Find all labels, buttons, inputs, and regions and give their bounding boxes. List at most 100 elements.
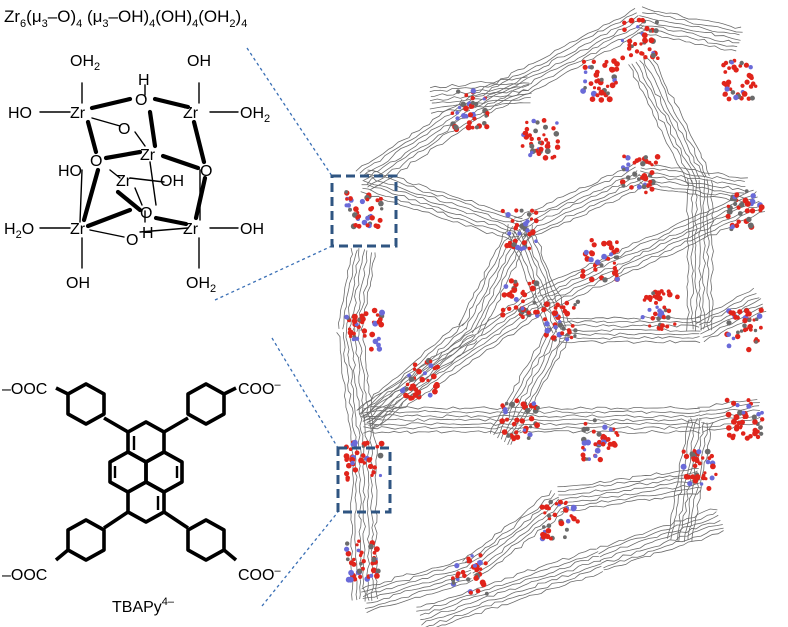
- framework-strut-line: [363, 180, 520, 232]
- framework-atom: [514, 417, 520, 423]
- framework-atom: [735, 424, 740, 428]
- framework-atom: [620, 38, 625, 43]
- framework-strut-line: [357, 327, 373, 448]
- framework-atom: [537, 140, 542, 145]
- framework-strut-line: [560, 328, 701, 332]
- framework-atom: [622, 167, 626, 172]
- framework-strut-line: [521, 173, 640, 230]
- framework-strut-line: [702, 421, 762, 433]
- framework-strut-line: [519, 406, 700, 410]
- framework-atom: [520, 401, 527, 408]
- framework-atom: [622, 20, 627, 25]
- framework-strut-line: [561, 487, 702, 509]
- framework-atom: [501, 429, 508, 435]
- atom-label-oh: OH: [160, 173, 184, 190]
- tbapy-caption: TBAPy4–: [112, 596, 175, 616]
- framework-atom: [368, 543, 374, 550]
- framework-atom: [466, 120, 472, 126]
- framework-atom: [710, 463, 716, 470]
- framework-atom: [412, 362, 418, 368]
- framework-atom: [640, 17, 645, 23]
- framework-atom: [508, 278, 514, 284]
- framework-atom: [376, 342, 381, 348]
- framework-atom: [534, 422, 540, 429]
- framework-atom: [419, 376, 426, 383]
- framework-atom: [570, 324, 575, 328]
- framework-strut-line: [535, 189, 754, 290]
- framework-atom: [653, 311, 658, 317]
- atom-label-o: O: [90, 153, 102, 170]
- framework-atom: [478, 567, 483, 571]
- framework-atom: [345, 541, 350, 546]
- framework-strut-line: [518, 170, 638, 227]
- framework-atom: [650, 316, 656, 321]
- framework-strut-line: [640, 167, 745, 182]
- framework-atom: [500, 307, 506, 313]
- framework-atom: [753, 328, 758, 333]
- framework-atom: [624, 166, 630, 172]
- framework-strut-line: [366, 175, 523, 227]
- framework-atom: [554, 144, 561, 150]
- framework-atom: [346, 462, 352, 469]
- framework-atom: [639, 42, 643, 46]
- framework-atom: [553, 325, 558, 330]
- framework-atom: [642, 38, 648, 44]
- framework-atom: [378, 196, 383, 201]
- framework-atom: [503, 284, 509, 289]
- framework-strut-line: [700, 298, 762, 330]
- framework-atom: [554, 311, 559, 315]
- framework-atom: [657, 308, 662, 314]
- framework-atom: [521, 240, 527, 246]
- framework-atom: [359, 561, 363, 566]
- carboxylate-top-right: COO–: [238, 379, 281, 398]
- framework-strut-line: [430, 84, 530, 97]
- framework-atom: [514, 208, 519, 213]
- framework-atom: [581, 445, 585, 450]
- framework-strut-line: [357, 288, 533, 411]
- framework-atom: [733, 414, 740, 421]
- framework-atom: [755, 434, 761, 440]
- framework-strut-line: [462, 490, 552, 562]
- framework-strut-line: [359, 101, 465, 174]
- framework-atom: [606, 96, 613, 103]
- framework-strut-line: [367, 334, 474, 424]
- framework-atom: [735, 333, 741, 340]
- framework-atom: [633, 41, 638, 47]
- framework-strut-line: [710, 181, 714, 331]
- framework-atom: [526, 212, 532, 217]
- framework-atom: [514, 434, 521, 440]
- framework-atom: [527, 246, 532, 251]
- framework-atom: [533, 128, 538, 134]
- framework-atom: [692, 449, 697, 453]
- framework-atom: [583, 249, 589, 255]
- atom-label-zr: Zr: [70, 105, 86, 122]
- framework-strut-line: [472, 21, 644, 115]
- framework-atom: [573, 303, 577, 307]
- framework-atom: [558, 499, 563, 505]
- framework-atom: [729, 60, 734, 65]
- framework-atom: [368, 206, 374, 212]
- framework-atom: [509, 401, 516, 408]
- framework-atom: [529, 143, 535, 149]
- framework-atom: [500, 208, 505, 214]
- framework-atom: [629, 185, 634, 190]
- framework-atom: [746, 398, 751, 403]
- framework-strut-line: [366, 302, 543, 423]
- framework-atom: [596, 86, 601, 91]
- framework-strut-line: [355, 99, 463, 172]
- framework-strut-line: [558, 320, 700, 324]
- framework-strut-line: [469, 21, 641, 110]
- atom-label-zr: Zr: [140, 147, 156, 164]
- framework-atom: [636, 25, 640, 29]
- framework-atom: [543, 124, 548, 130]
- framework-atom: [351, 318, 358, 324]
- framework-atom: [470, 96, 475, 100]
- framework-strut-line: [363, 430, 522, 434]
- framework-atom: [614, 66, 620, 72]
- framework-atom: [544, 334, 548, 338]
- framework-atom: [483, 561, 488, 566]
- framework-atom: [378, 200, 384, 207]
- framework-atom: [640, 51, 645, 56]
- framework-atom: [662, 305, 667, 310]
